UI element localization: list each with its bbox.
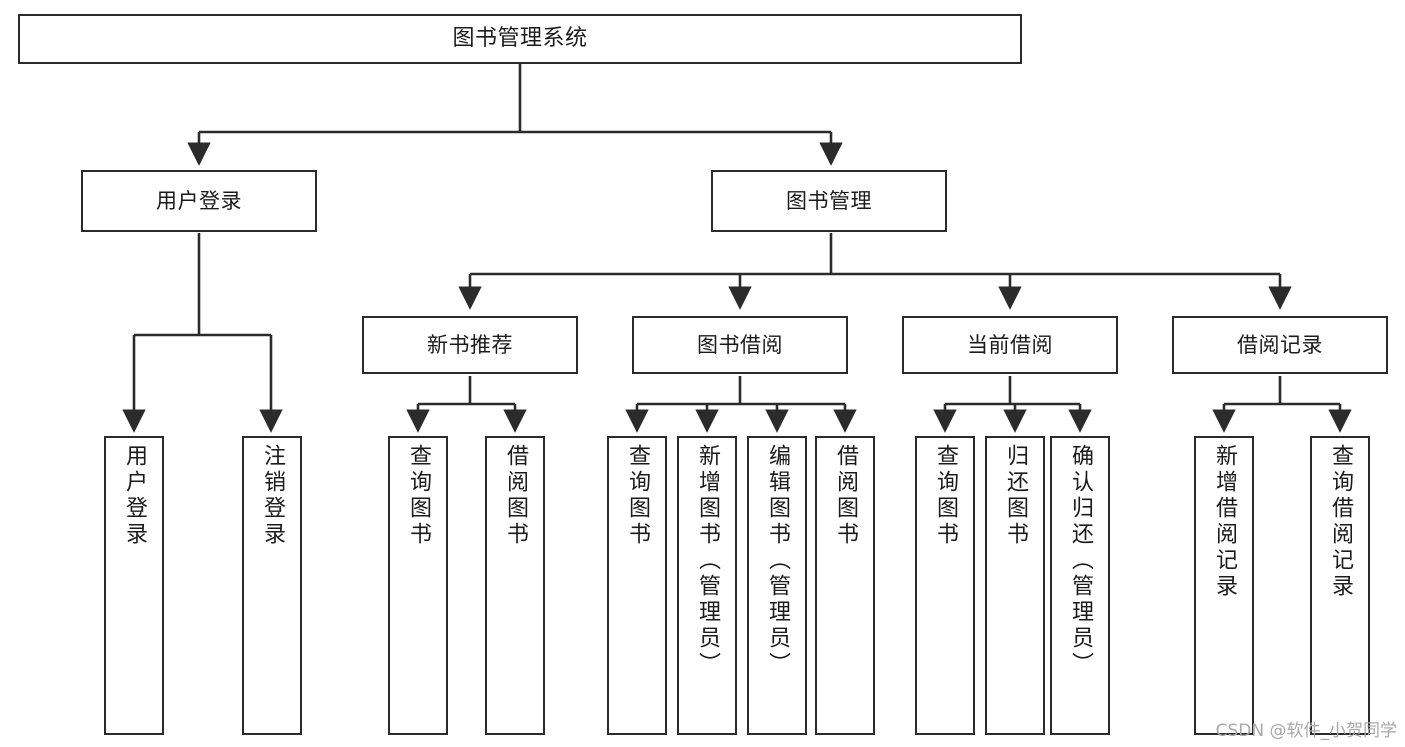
node-label: 确认归还（管理员） <box>1068 444 1093 678</box>
node-label: 图书管理 <box>786 188 872 213</box>
node-leaf-query-borrow-record[interactable]: 查询借阅记录 <box>1310 436 1370 735</box>
node-label: 查询图书 <box>933 444 958 548</box>
node-label: 新增借阅记录 <box>1212 444 1237 600</box>
node-leaf-user-login[interactable]: 用户登录 <box>104 436 164 735</box>
node-label: 新增图书（管理员） <box>695 444 720 678</box>
node-label: 借阅记录 <box>1237 332 1323 357</box>
node-new-book-recommendation[interactable]: 新书推荐 <box>362 316 578 374</box>
node-leaf-return-book[interactable]: 归还图书 <box>985 436 1045 735</box>
node-leaf-add-borrow-record[interactable]: 新增借阅记录 <box>1194 436 1254 735</box>
node-label: 用户登录 <box>156 188 242 213</box>
node-label: 查询借阅记录 <box>1328 444 1353 600</box>
node-label: 图书借阅 <box>697 332 783 357</box>
node-label: 编辑图书（管理员） <box>765 444 790 678</box>
node-leaf-query-book-recommend[interactable]: 查询图书 <box>388 436 448 735</box>
node-leaf-borrow-book-recommend[interactable]: 借阅图书 <box>485 436 545 735</box>
node-leaf-add-book-admin[interactable]: 新增图书（管理员） <box>677 436 737 735</box>
node-current-borrowing[interactable]: 当前借阅 <box>902 316 1118 374</box>
node-label: 当前借阅 <box>967 332 1053 357</box>
node-root-book-management-system[interactable]: 图书管理系统 <box>18 14 1022 64</box>
node-label: 图书管理系统 <box>452 26 588 52</box>
node-label: 新书推荐 <box>427 332 513 357</box>
node-leaf-query-book-borrow[interactable]: 查询图书 <box>607 436 667 735</box>
node-leaf-borrow-book[interactable]: 借阅图书 <box>815 436 875 735</box>
node-label: 借阅图书 <box>833 444 858 548</box>
node-leaf-query-book-current[interactable]: 查询图书 <box>915 436 975 735</box>
node-label: 注销登录 <box>260 444 285 548</box>
node-borrowing-record[interactable]: 借阅记录 <box>1172 316 1388 374</box>
node-label: 借阅图书 <box>503 444 528 548</box>
watermark-text: CSDN @软件_小贺同学 <box>1215 721 1397 741</box>
node-label: 用户登录 <box>122 444 147 548</box>
node-leaf-logout[interactable]: 注销登录 <box>242 436 302 735</box>
node-book-borrowing[interactable]: 图书借阅 <box>632 316 848 374</box>
node-book-management[interactable]: 图书管理 <box>711 170 947 232</box>
node-user-login[interactable]: 用户登录 <box>81 170 317 232</box>
node-leaf-edit-book-admin[interactable]: 编辑图书（管理员） <box>747 436 807 735</box>
node-label: 查询图书 <box>625 444 650 548</box>
node-label: 查询图书 <box>406 444 431 548</box>
node-label: 归还图书 <box>1003 444 1028 548</box>
node-leaf-confirm-return-admin[interactable]: 确认归还（管理员） <box>1050 436 1110 735</box>
